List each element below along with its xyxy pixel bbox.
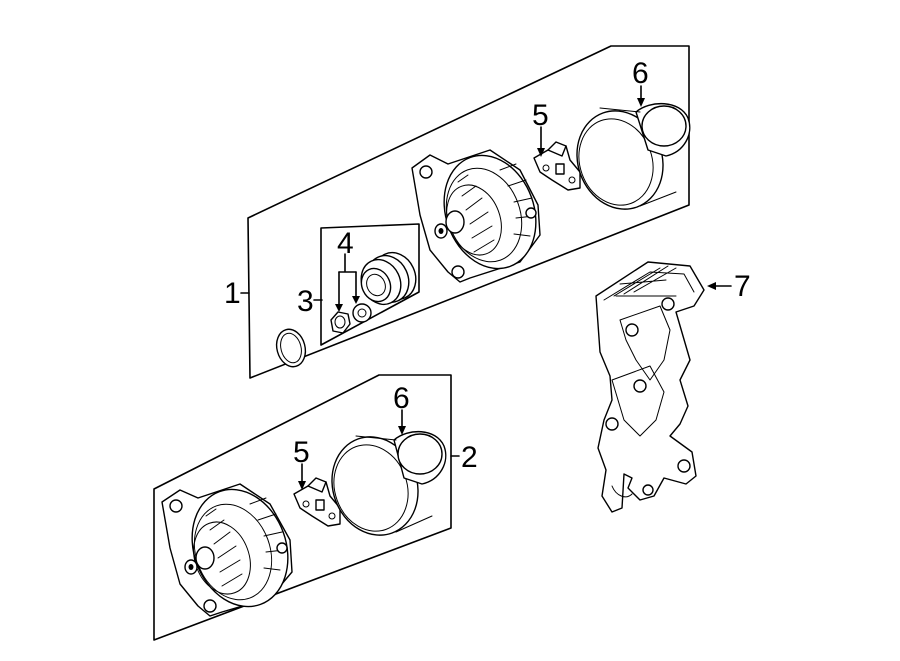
retaining-ring (275, 328, 307, 368)
callout-6-upper: 6 (632, 57, 649, 90)
regulator-upper (533, 141, 581, 191)
assembly-2-group (153, 374, 452, 641)
mounting-bracket (595, 261, 705, 513)
callout-7: 7 (734, 270, 751, 303)
callout-4: 4 (337, 227, 354, 260)
assembly-1-group (247, 45, 691, 379)
regulator-lower (293, 477, 341, 527)
nut (330, 311, 351, 334)
callout-5-lower: 5 (293, 436, 310, 469)
alternator-lower (161, 483, 293, 617)
rear-cover-upper (576, 102, 691, 210)
callout-5-upper: 5 (532, 99, 549, 132)
callout-6-lower: 6 (393, 382, 410, 415)
callout-3: 3 (297, 285, 314, 318)
callout-2: 2 (461, 441, 478, 474)
rear-cover-lower (331, 430, 447, 536)
assembly-2-outline (153, 374, 452, 641)
leader-lines (240, 85, 732, 490)
washer (352, 303, 372, 323)
alternator-upper (411, 149, 541, 283)
pulley (360, 251, 417, 306)
callout-labels: 1 2 3 4 5 6 5 6 7 (224, 57, 751, 474)
sub-assembly-box (320, 223, 420, 346)
callout-1: 1 (224, 277, 241, 310)
